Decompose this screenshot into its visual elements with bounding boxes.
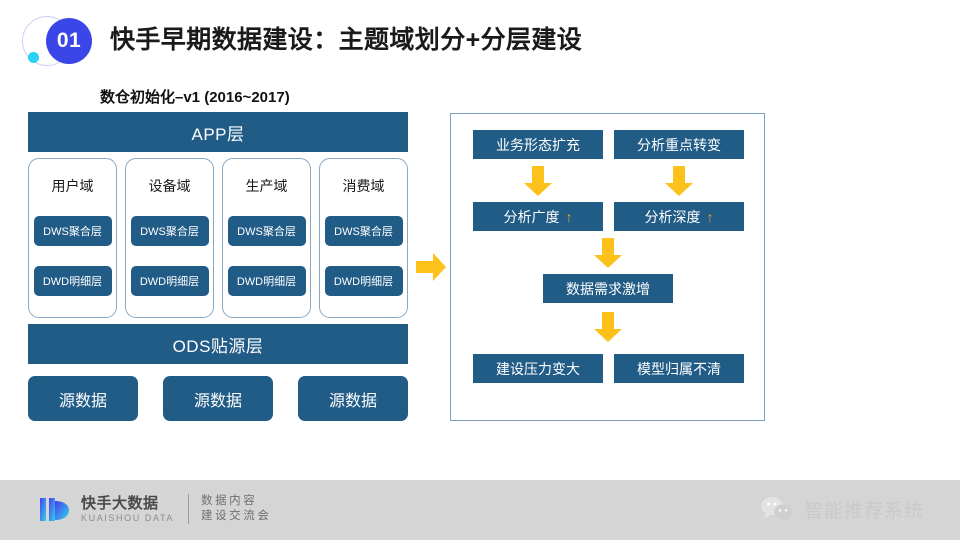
- up-arrow-icon: ↑: [706, 208, 714, 225]
- wechat-account-name: 智能推荐系统: [803, 501, 924, 522]
- wechat-account-group: 智能推荐系统: [760, 496, 924, 523]
- domain-card-user: 用户域 DWS聚合层 DWD明细层: [28, 158, 117, 318]
- domain-title: 设备域: [148, 178, 191, 194]
- brand-logo-group: 快手大数据 KUAISHOU DATA 数据内容 建设交流会: [38, 492, 271, 526]
- dwd-layer-box: DWD明细层: [324, 266, 403, 296]
- domain-card-consumption: 消费域 DWS聚合层 DWD明细层: [319, 158, 408, 318]
- app-layer-bar: APP层: [28, 112, 408, 152]
- down-arrow-icon: [591, 236, 625, 270]
- brand-name-en: KUAISHOU DATA: [81, 512, 174, 523]
- left-panel-caption: 数仓初始化–v1 (2016~2017): [100, 89, 290, 106]
- dwd-layer-box: DWD明细层: [33, 266, 112, 296]
- kuaishou-logo-icon: [38, 492, 72, 526]
- flow-box-label: 分析深度: [644, 208, 701, 225]
- source-data-row: 源数据 源数据 源数据: [28, 376, 408, 421]
- domain-title: 用户域: [51, 178, 94, 194]
- wechat-icon: [760, 496, 794, 523]
- right-arrow-icon: [414, 250, 448, 284]
- ods-layer-bar: ODS贴源层: [28, 324, 408, 364]
- down-arrow-icon: [662, 164, 696, 198]
- brand-logo-text: 快手大数据 KUAISHOU DATA: [81, 495, 174, 524]
- flow-box-build-pressure: 建设压力变大: [473, 354, 603, 383]
- down-arrow-icon: [591, 310, 625, 344]
- slide-footer: 快手大数据 KUAISHOU DATA 数据内容 建设交流会: [0, 480, 960, 540]
- source-data-box: 源数据: [28, 376, 138, 421]
- dws-layer-box: DWS聚合层: [33, 216, 112, 246]
- warehouse-architecture-panel: 数仓初始化–v1 (2016~2017) APP层 用户域 DWS聚合层 DWD…: [28, 86, 408, 421]
- event-name-group: 数据内容 建设交流会: [201, 494, 272, 524]
- event-name-line2: 建设交流会: [200, 510, 272, 522]
- dwd-layer-box: DWD明细层: [227, 266, 306, 296]
- dws-layer-box: DWS聚合层: [130, 216, 209, 246]
- flow-box-business-expansion: 业务形态扩充: [473, 130, 603, 159]
- badge-circle: 01: [46, 18, 92, 64]
- flow-box-label: 分析广度: [503, 208, 560, 225]
- flow-box-model-ownership: 模型归属不清: [614, 354, 744, 383]
- badge-dot-decoration: [28, 52, 39, 63]
- dws-layer-box: DWS聚合层: [324, 216, 403, 246]
- up-arrow-icon: ↑: [565, 208, 573, 225]
- footer-divider: [187, 494, 189, 524]
- domain-title: 消费域: [342, 178, 385, 194]
- domain-card-row: 用户域 DWS聚合层 DWD明细层 设备域 DWS聚合层 DWD明细层 生产域 …: [28, 158, 408, 318]
- flow-box-analysis-focus-shift: 分析重点转变: [614, 130, 744, 159]
- section-badge: 01: [22, 14, 102, 68]
- dws-layer-box: DWS聚合层: [227, 216, 306, 246]
- flow-box-data-demand-surge: 数据需求激增: [543, 274, 673, 303]
- domain-title: 生产域: [245, 178, 288, 194]
- page-title: 快手早期数据建设：主题域划分+分层建设: [110, 26, 583, 54]
- badge-number: 01: [56, 29, 82, 52]
- source-data-box: 源数据: [298, 376, 408, 421]
- flow-box-analysis-depth: 分析深度 ↑: [614, 202, 744, 231]
- brand-name-cn: 快手大数据: [81, 494, 159, 512]
- domain-card-production: 生产域 DWS聚合层 DWD明细层: [222, 158, 311, 318]
- problem-flow-panel: 业务形态扩充 分析重点转变 分析广度 ↑ 分析深度 ↑ 数据需求激增: [450, 113, 765, 421]
- event-name-line1: 数据内容: [200, 495, 258, 507]
- domain-card-device: 设备域 DWS聚合层 DWD明细层: [125, 158, 214, 318]
- down-arrow-icon: [521, 164, 555, 198]
- flow-box-analysis-breadth: 分析广度 ↑: [473, 202, 603, 231]
- dwd-layer-box: DWD明细层: [130, 266, 209, 296]
- source-data-box: 源数据: [163, 376, 273, 421]
- slide-header: 01 快手早期数据建设：主题域划分+分层建设: [0, 0, 960, 76]
